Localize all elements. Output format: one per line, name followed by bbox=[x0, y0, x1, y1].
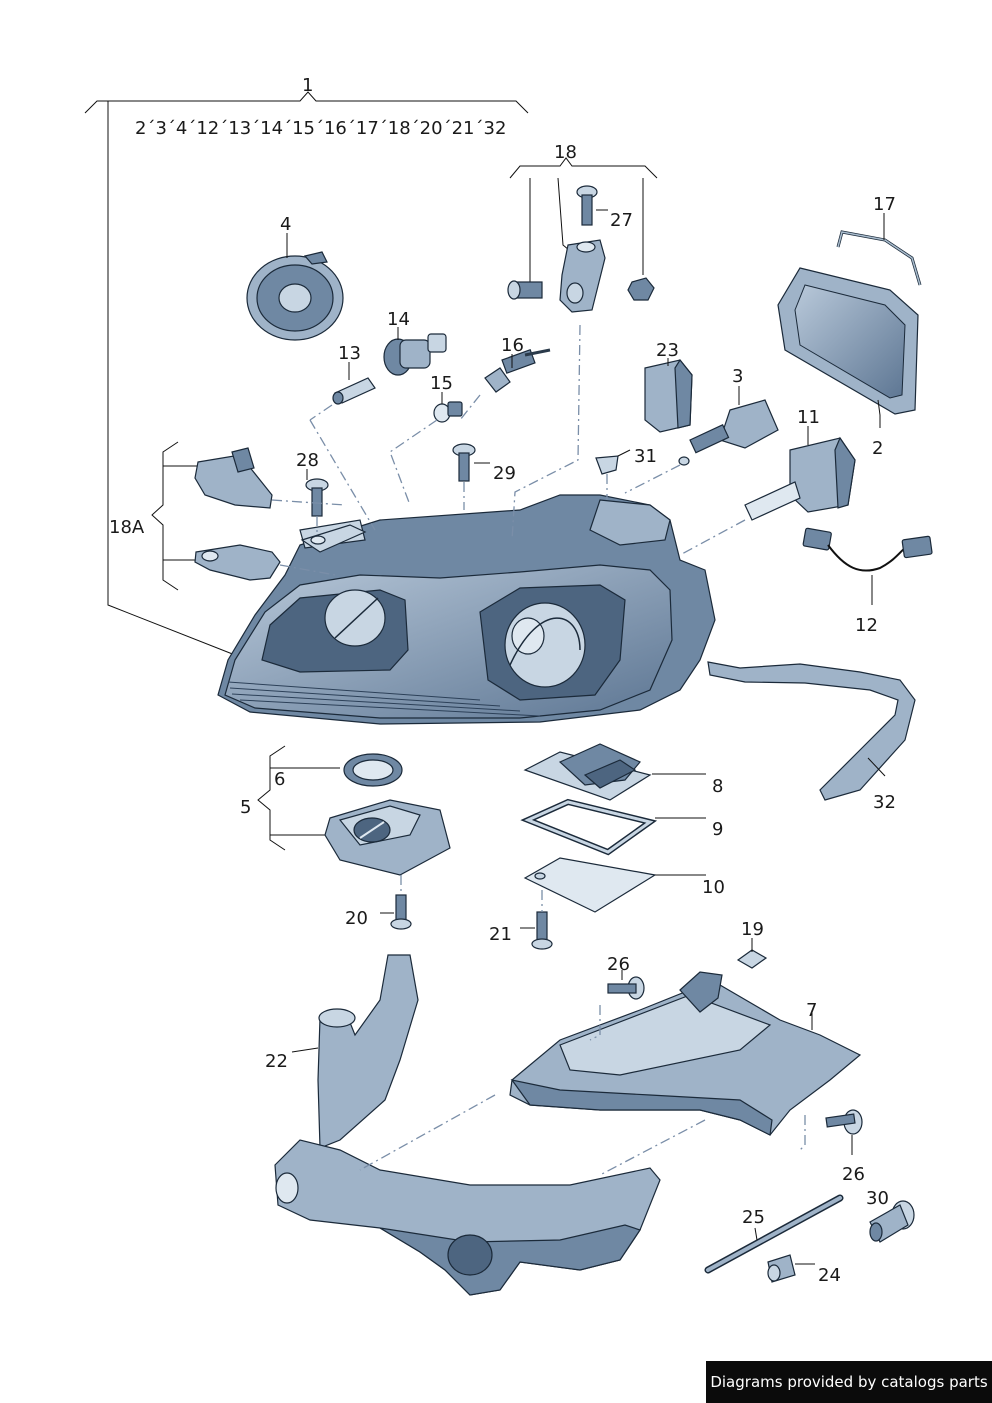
part-15-bulb bbox=[433, 392, 463, 423]
part-23-connector bbox=[644, 358, 693, 433]
label-9: 9 bbox=[712, 819, 723, 840]
label-24: 24 bbox=[818, 1265, 841, 1286]
label-22: 22 bbox=[265, 1051, 288, 1072]
part-3-igniter bbox=[678, 386, 779, 466]
part-11-xenon-bulb bbox=[744, 426, 856, 521]
part-24-clip bbox=[767, 1254, 815, 1283]
part-31-plug bbox=[595, 449, 631, 475]
label-30: 30 bbox=[866, 1188, 889, 1209]
label-25: 25 bbox=[742, 1207, 765, 1228]
part-29-screw bbox=[452, 443, 490, 482]
label-20: 20 bbox=[345, 908, 368, 929]
label-8: 8 bbox=[712, 776, 723, 797]
label-3: 3 bbox=[732, 366, 743, 387]
assembly-guides bbox=[271, 324, 806, 1176]
part-28-screw bbox=[305, 469, 329, 517]
part-26-screw-lower bbox=[825, 1109, 863, 1155]
part-17-clip bbox=[836, 213, 922, 286]
part-9-gasket bbox=[520, 798, 706, 856]
label-28: 28 bbox=[296, 450, 319, 471]
part-25-rod bbox=[704, 1194, 844, 1274]
label-13: 13 bbox=[338, 343, 361, 364]
label-1-sub: 2´3´4´12´13´14´15´16´17´18´20´21´32 bbox=[135, 118, 506, 139]
part-6-ring bbox=[343, 753, 403, 787]
label-7: 7 bbox=[806, 1000, 817, 1021]
part-5-ballast bbox=[324, 799, 451, 876]
label-23: 23 bbox=[656, 340, 679, 361]
label-17: 17 bbox=[873, 194, 896, 215]
part-18-bracket bbox=[507, 239, 655, 313]
part-21-screw bbox=[520, 911, 553, 950]
label-32: 32 bbox=[873, 792, 896, 813]
part-4-cap bbox=[246, 233, 344, 341]
label-11: 11 bbox=[797, 407, 820, 428]
part-2-cover bbox=[777, 267, 919, 428]
part-16-bulb bbox=[484, 348, 551, 393]
label-29: 29 bbox=[493, 463, 516, 484]
label-14: 14 bbox=[387, 309, 410, 330]
part-14-bulb bbox=[383, 327, 447, 376]
bracket-18 bbox=[509, 157, 658, 290]
footer-credit: Diagrams provided by catalogs parts bbox=[706, 1361, 992, 1403]
part-8-module bbox=[523, 743, 706, 801]
part-32-trim bbox=[707, 661, 916, 801]
part-18a-mount-upper bbox=[194, 447, 273, 509]
label-10: 10 bbox=[702, 877, 725, 898]
label-16: 16 bbox=[501, 335, 524, 356]
label-1: 1 bbox=[302, 75, 313, 96]
part-20-screw bbox=[380, 894, 412, 930]
part-22-bracket bbox=[274, 954, 661, 1296]
part-26-screw-upper bbox=[607, 970, 645, 1000]
headlight-assembly bbox=[217, 494, 716, 725]
mount-plate bbox=[300, 524, 367, 553]
label-31: 31 bbox=[634, 446, 657, 467]
label-27: 27 bbox=[610, 210, 633, 231]
label-18: 18 bbox=[554, 142, 577, 163]
label-2: 2 bbox=[872, 438, 883, 459]
label-26-upper: 26 bbox=[607, 954, 630, 975]
label-21: 21 bbox=[489, 924, 512, 945]
part-19-nut bbox=[736, 938, 768, 969]
part-12-wiring bbox=[802, 527, 933, 605]
label-26-lower: 26 bbox=[842, 1164, 865, 1185]
part-18a-mount-lower bbox=[194, 544, 281, 581]
part-7-bracket bbox=[509, 971, 862, 1136]
label-12: 12 bbox=[855, 615, 878, 636]
part-30-plug bbox=[869, 1200, 915, 1243]
label-6: 6 bbox=[274, 769, 285, 790]
part-27-screw bbox=[576, 185, 608, 226]
label-18a: 18A bbox=[109, 517, 145, 538]
bracket-5 bbox=[257, 745, 340, 851]
label-5: 5 bbox=[240, 797, 251, 818]
label-19: 19 bbox=[741, 919, 764, 940]
label-15: 15 bbox=[430, 373, 453, 394]
part-10-plate bbox=[523, 857, 706, 913]
bracket-1 bbox=[84, 91, 529, 656]
label-4: 4 bbox=[280, 214, 291, 235]
part-13-bulb bbox=[332, 362, 376, 405]
